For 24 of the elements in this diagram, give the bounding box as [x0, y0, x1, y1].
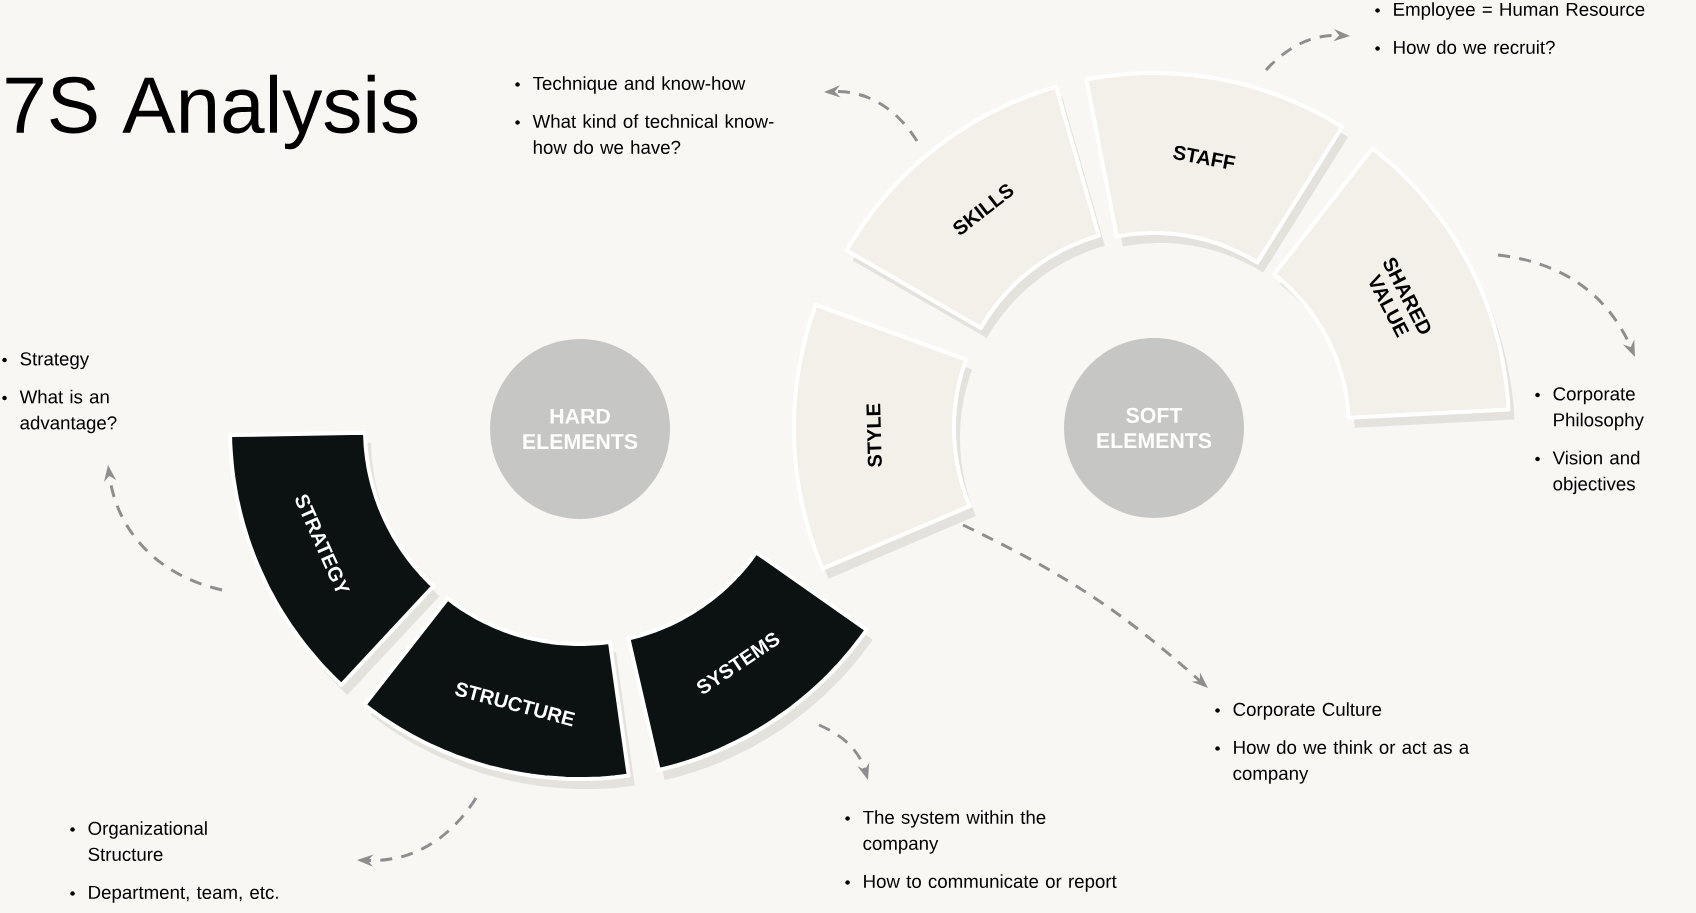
node-label: Corporate Philosophy [1553, 387, 1644, 431]
bullet-list: Strategy What is an advantage? [2, 352, 117, 434]
node-label: The system within the company [863, 810, 1046, 854]
node-label: How do we think or act as a company [1233, 740, 1470, 784]
node-label: What kind of technical know-how do we have? [532, 114, 774, 154]
bullet-list: Corporate Culture How do we think or act as a company [1215, 702, 1470, 784]
node-label: What is an advantage? [19, 389, 117, 434]
segment: STYLE [792, 302, 976, 579]
bullet-list: Technique and know-how What kind of technical know-how do we have? [515, 76, 774, 154]
node-label: Corporate Culture [1233, 702, 1382, 720]
node-label: Strategy [20, 352, 90, 370]
bullet-list: Organizational Structure Department, team, etc. [70, 821, 278, 903]
node-label: Employee = Human Resource [1394, 2, 1645, 20]
bullet-list: The system within the company How to communicate or report [845, 810, 1117, 892]
node-label: Organizational Structure [88, 821, 207, 861]
node-label: How to communicate or report [864, 874, 1117, 892]
bullet-list: Corporate Philosophy Vision and objectives [1535, 387, 1644, 495]
node-label: Vision and objectives [1552, 450, 1640, 495]
node-label: Department, team, etc. [89, 885, 278, 903]
node-label: How do we recruit? [1394, 40, 1555, 54]
segment: STAFF [1084, 71, 1349, 273]
bullet-list: Employee = Human Resource How do we recruit? [1375, 2, 1645, 54]
node-label: Technique and know-how [533, 76, 746, 94]
title: 7S Analysis [6, 74, 418, 150]
